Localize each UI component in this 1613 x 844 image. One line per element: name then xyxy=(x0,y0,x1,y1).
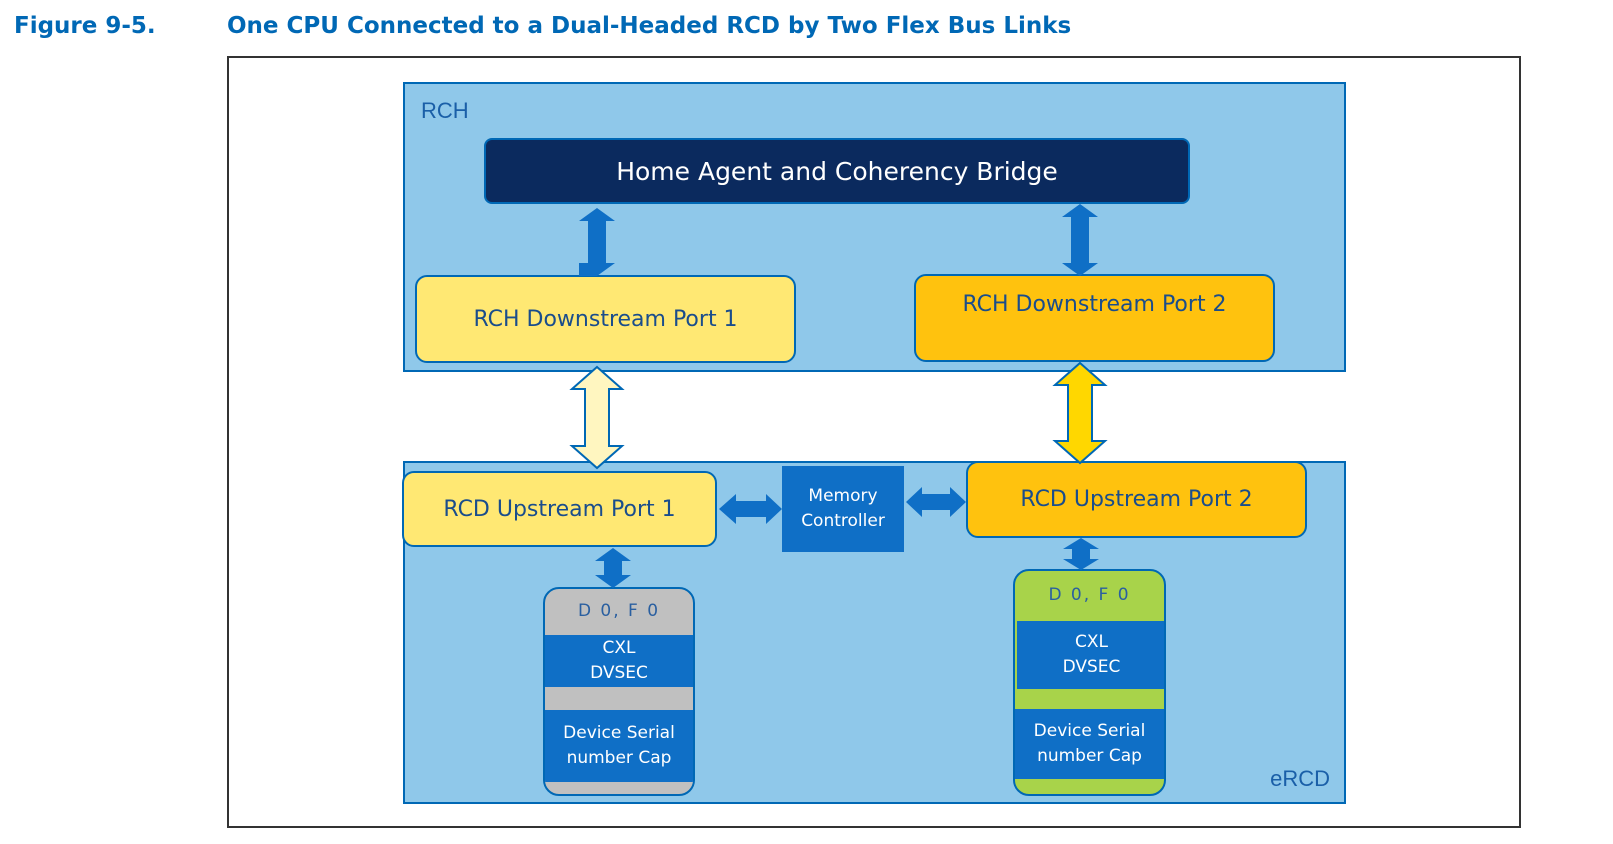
diagram-frame xyxy=(227,56,1521,828)
function-2-cxl-dvsec: CXL DVSEC xyxy=(1017,621,1164,689)
rch-label: RCH xyxy=(421,98,469,123)
arrow-upstream-1-to-function-1 xyxy=(595,548,631,588)
function-1-id: D 0, F 0 xyxy=(577,601,661,621)
arrow-home-to-downstream-2 xyxy=(1062,204,1098,276)
home-agent-block: Home Agent and Coherency Bridge xyxy=(484,138,1190,204)
function-2-id: D 0, F 0 xyxy=(1048,585,1131,605)
ercd-label: eRCD xyxy=(1270,766,1330,791)
arrow-upstream-2-to-function-2 xyxy=(1063,538,1099,570)
device-function-2-capabilities: D 0, F 0 CXL DVSEC Device Serial number … xyxy=(1013,569,1166,796)
memory-controller-label: Memory Controller xyxy=(801,486,885,531)
figure-title: One CPU Connected to a Dual-Headed RCD b… xyxy=(227,13,1072,39)
rcd-upstream-port-1: RCD Upstream Port 1 xyxy=(402,471,717,547)
rch-downstream-port-2: RCH Downstream Port 2 xyxy=(914,274,1275,362)
flex-bus-link-2 xyxy=(1052,361,1108,465)
flex-bus-link-1 xyxy=(569,365,625,470)
memory-controller-block: Memory Controller xyxy=(782,466,904,552)
function-1-serial-cap: Device Serial number Cap xyxy=(545,710,693,782)
arrow-upstream-1-to-memory-controller xyxy=(719,494,782,524)
arrow-memory-controller-to-upstream-2 xyxy=(906,487,966,517)
function-2-serial-cap: Device Serial number Cap xyxy=(1015,709,1164,779)
device-function-1-capabilities: D 0, F 0 CXL DVSEC Device Serial number … xyxy=(543,587,695,796)
arrow-home-to-downstream-1 xyxy=(579,208,615,276)
figure-number: Figure 9-5. xyxy=(14,13,156,39)
function-1-cxl-dvsec: CXL DVSEC xyxy=(545,635,693,687)
rcd-upstream-port-2: RCD Upstream Port 2 xyxy=(966,461,1307,538)
rch-downstream-port-1: RCH Downstream Port 1 xyxy=(415,275,796,363)
